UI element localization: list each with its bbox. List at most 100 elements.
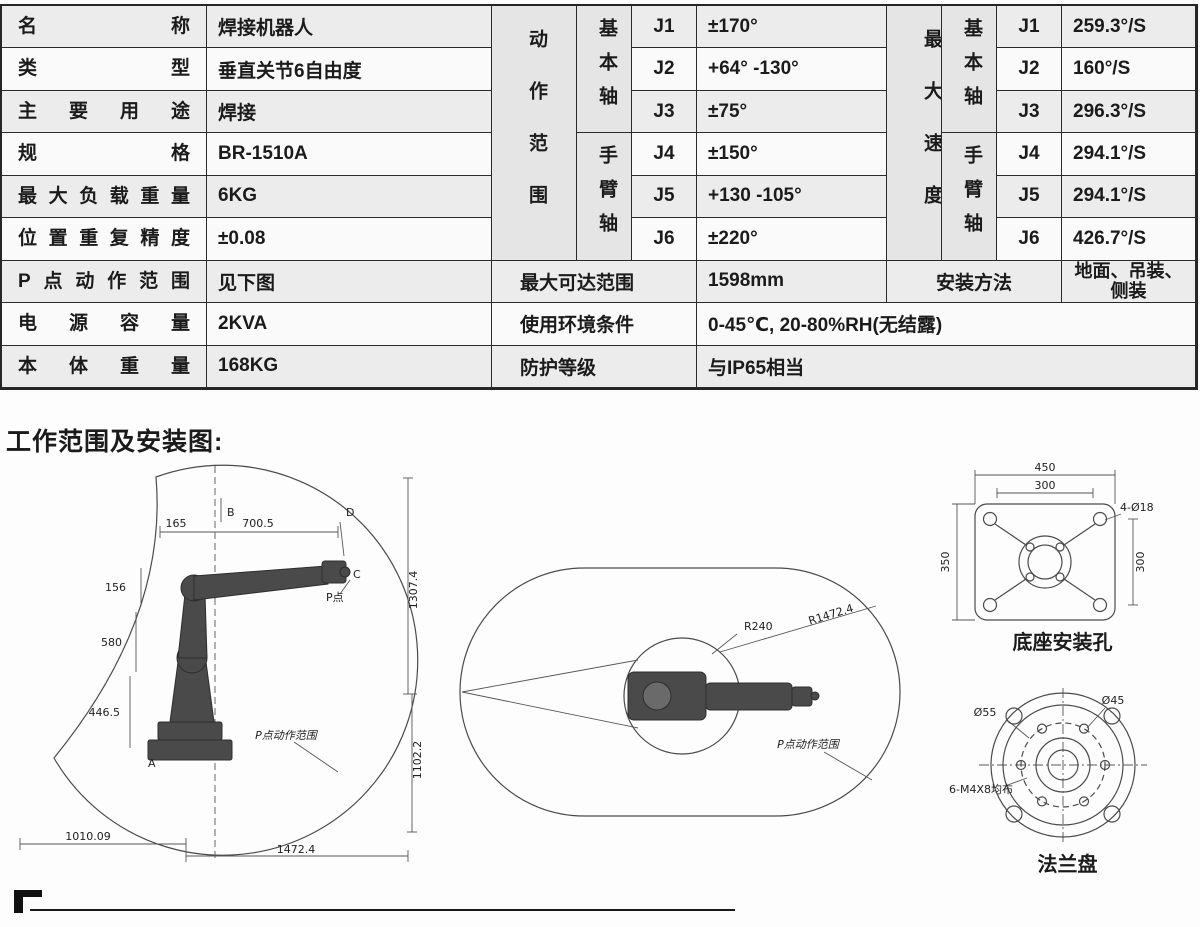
base-holes-label: 4-Ø18	[1120, 501, 1154, 514]
dim-700-5: 700.5	[242, 517, 274, 530]
speed-value-j3: 296.3°/S	[1062, 90, 1196, 134]
flange-drawing: Ø55 Ø45 6-M4X8均布	[949, 688, 1147, 842]
section-heading: 工作范围及安装图:	[6, 428, 224, 456]
base-plate-outline	[974, 503, 1116, 621]
spec-value-type: 垂直关节6自由度	[207, 48, 492, 91]
spec-value-name: 焊接机器人	[207, 6, 492, 49]
dim-1472-4: 1472.4	[277, 843, 316, 856]
flange-dim-55: Ø55	[974, 706, 997, 719]
envelope-label-side: P点动作范围	[255, 729, 319, 742]
dim-r1472-4: R1472.4	[807, 602, 855, 628]
dimension-lines	[19, 466, 417, 862]
envelope-outline	[53, 464, 419, 856]
motion-axis-j5: J5	[632, 175, 697, 219]
speed-axis-j5: J5	[997, 175, 1062, 219]
spec-label-payload: 最大负载重量	[2, 175, 207, 219]
base-dim-300-top: 300	[1035, 479, 1056, 492]
dim-label-a: A	[148, 757, 156, 770]
flange-caption: 法兰盘	[1037, 854, 1098, 876]
flange-dim-45: Ø45	[1102, 694, 1125, 707]
speed-axis-j1: J1	[997, 6, 1062, 49]
spec-value-payload: 6KG	[207, 175, 492, 219]
flange-dim-lines	[979, 688, 1147, 842]
dim-r240: R240	[744, 620, 773, 633]
flange-outline	[990, 692, 1136, 838]
motion-range-basic-axes-label: 基本轴	[577, 6, 632, 134]
dimension-lines-top	[461, 605, 877, 781]
dim-580: 580	[101, 636, 122, 649]
spec-label-power: 电源容量	[2, 303, 207, 346]
motion-range-arm-axes-label: 手臂轴	[577, 133, 632, 261]
spec-label-model: 规格	[2, 133, 207, 176]
spec-label-p-range: P点动作范围	[2, 260, 207, 304]
motion-axis-j4: J4	[632, 133, 697, 176]
motion-range-j3: ±75°	[697, 90, 887, 134]
dim-156: 156	[105, 581, 126, 594]
base-dim-450: 450	[1035, 462, 1056, 474]
protection-label: 防护等级	[492, 345, 697, 388]
max-speed-group-label: 最大速度	[887, 6, 942, 261]
spec-label-type: 类型	[2, 48, 207, 91]
speed-value-j2: 160°/S	[1062, 48, 1196, 91]
spec-value-model: BR-1510A	[207, 133, 492, 176]
motion-range-j4: ±150°	[697, 133, 887, 176]
motion-range-j1: ±170°	[697, 6, 887, 49]
motion-axis-j3: J3	[632, 90, 697, 134]
dim-1307-4: 1307.4	[407, 571, 420, 610]
spec-label-repeatability: 位置重复精度	[2, 218, 207, 261]
max-reach-value: 1598mm	[697, 260, 887, 304]
speed-axis-j2: J2	[997, 48, 1062, 91]
dim-label-b: B	[227, 506, 235, 519]
flange-bolts-label: 6-M4X8均布	[949, 783, 1013, 796]
base-plate-dim-lines	[952, 470, 1138, 621]
motion-range-j2: +64° -130°	[697, 48, 887, 91]
speed-axis-j4: J4	[997, 133, 1062, 176]
install-method-label: 安装方法	[887, 260, 1062, 304]
spec-label-weight: 本体重量	[2, 345, 207, 388]
spec-value-repeatability: ±0.08	[207, 218, 492, 261]
p-point-label: P点	[326, 591, 344, 604]
corner-mark	[14, 890, 42, 913]
motion-range-group-label: 动作范围	[492, 6, 577, 261]
motion-axis-j1: J1	[632, 6, 697, 49]
dim-446-5: 446.5	[89, 706, 121, 719]
spec-value-p-range: 见下图	[207, 260, 492, 304]
dim-label-d: D	[346, 506, 354, 519]
max-reach-label: 最大可达范围	[492, 260, 697, 304]
robot-side-silhouette	[147, 560, 351, 761]
work-envelope-side-view: B 165 700.5 D C P点 156 580 446.5 A 1307.…	[19, 464, 424, 862]
max-speed-arm-axes-label: 手臂轴	[942, 133, 997, 261]
motion-range-j6: ±220°	[697, 218, 887, 261]
work-envelope-top-view: R240 R1472.4 P点动作范围	[459, 567, 901, 817]
base-dim-350: 350	[939, 552, 952, 573]
dim-1010-09: 1010.09	[65, 830, 111, 843]
base-plate-drawing: 450 300 4-Ø18 350 300	[939, 462, 1154, 621]
environment-label: 使用环境条件	[492, 303, 697, 346]
dim-165: 165	[166, 517, 187, 530]
base-dim-300-right: 300	[1134, 552, 1147, 573]
install-method-value: 地面、吊装、侧装	[1062, 260, 1196, 304]
dim-1102-2: 1102.2	[411, 741, 424, 780]
motion-axis-j2: J2	[632, 48, 697, 91]
dim-label-c: C	[353, 568, 361, 581]
envelope-label-top: P点动作范围	[777, 738, 841, 751]
speed-value-j4: 294.1°/S	[1062, 133, 1196, 176]
speed-axis-j3: J3	[997, 90, 1062, 134]
spec-label-name: 名称	[2, 6, 207, 49]
robot-top-silhouette	[627, 671, 820, 721]
speed-value-j5: 294.1°/S	[1062, 175, 1196, 219]
protection-value: 与IP65相当	[697, 345, 1196, 388]
environment-value: 0-45℃, 20-80%RH(无结露)	[697, 303, 1196, 346]
speed-axis-j6: J6	[997, 218, 1062, 261]
max-speed-basic-axes-label: 基本轴	[942, 6, 997, 134]
speed-value-j6: 426.7°/S	[1062, 218, 1196, 261]
motion-axis-j6: J6	[632, 218, 697, 261]
base-plate-caption: 底座安装孔	[1012, 632, 1113, 654]
motion-range-j5: +130 -105°	[697, 175, 887, 219]
spec-value-weight: 168KG	[207, 345, 492, 388]
speed-value-j1: 259.3°/S	[1062, 6, 1196, 49]
spec-table: 名称 焊接机器人 类型 垂直关节6自由度 主要用途 焊接 规格 BR-1510A…	[0, 4, 1198, 390]
footer-rule	[30, 909, 735, 911]
spec-label-usage: 主要用途	[2, 90, 207, 134]
spec-value-usage: 焊接	[207, 90, 492, 134]
